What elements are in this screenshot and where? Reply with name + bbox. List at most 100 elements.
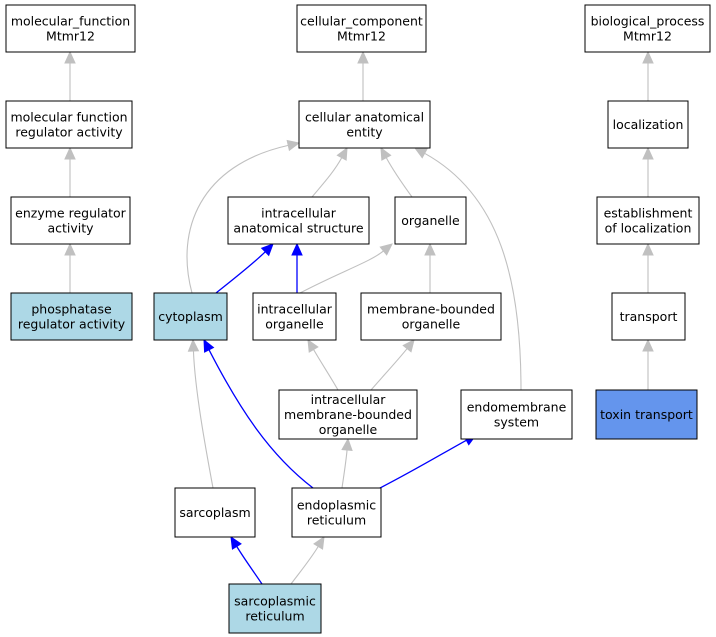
term-node-organelle[interactable]: organelle <box>394 196 467 245</box>
term-label: regulator activity <box>15 125 123 140</box>
term-box <box>174 487 256 538</box>
edge-enzyme_reg-to-mf_reg <box>64 146 76 197</box>
edge-er-to-imbo <box>341 437 353 489</box>
term-label: Mtmr12 <box>46 29 95 44</box>
edge-arrowhead <box>402 339 415 353</box>
edge-sr-to-er <box>290 535 325 585</box>
edge-arrowhead <box>291 242 303 256</box>
edge-arrowhead <box>642 50 654 64</box>
term-box <box>595 389 698 440</box>
term-node-localization[interactable]: localization <box>607 100 689 149</box>
term-box <box>291 487 382 538</box>
edge-imbo-to-intra_org <box>307 338 339 391</box>
term-box <box>611 292 686 341</box>
edge-cytoplasm-to-cae <box>186 139 301 294</box>
term-label: entity <box>346 125 383 140</box>
edge-er-to-cytoplasm <box>203 338 314 489</box>
term-label: organelle <box>319 422 378 437</box>
edge-intra_org-to-organelle <box>299 243 393 294</box>
term-label: organelle <box>401 213 460 228</box>
term-node-transport[interactable]: transport <box>611 292 686 341</box>
edge-intra_org-to-ias <box>291 242 303 293</box>
term-box <box>228 583 322 634</box>
edge-mf_reg-to-mf_root <box>64 50 76 101</box>
edge-arrowhead <box>357 50 369 64</box>
edge-arrowhead <box>64 146 76 160</box>
term-box <box>360 292 502 341</box>
edge-arrowhead <box>64 242 76 256</box>
edge-arrowhead <box>380 146 392 161</box>
term-label: regulator activity <box>18 317 126 332</box>
edge-arrowhead <box>336 146 348 161</box>
term-box <box>278 389 418 440</box>
term-label: transport <box>620 309 678 324</box>
term-box <box>296 4 427 53</box>
term-node-sarcoplasm[interactable]: sarcoplasm <box>174 487 256 538</box>
term-label: phosphatase <box>31 302 112 317</box>
edge-imbo-to-mbo <box>370 339 415 391</box>
term-label: molecular function <box>10 110 127 125</box>
edge-cae-to-cc_root <box>357 50 369 102</box>
term-label: molecular_function <box>11 14 130 29</box>
edge-cytoplasm-to-ias <box>215 243 274 294</box>
edge-phosphatase-to-enzyme_reg <box>64 242 76 293</box>
term-label: organelle <box>265 317 324 332</box>
term-label: cellular_component <box>300 14 423 29</box>
edge-line <box>424 152 522 391</box>
edge-er-to-endomem <box>379 434 478 489</box>
term-label: intracellular <box>261 206 337 221</box>
edge-line <box>215 251 266 294</box>
term-label: Mtmr12 <box>623 29 672 44</box>
term-label: reticulum <box>245 609 304 624</box>
term-label: membrane-bounded <box>284 407 412 422</box>
edge-localization-to-bp_root <box>642 50 654 101</box>
edge-line <box>208 349 314 489</box>
term-label: reticulum <box>307 513 366 528</box>
term-label: organelle <box>402 317 461 332</box>
term-label: anatomical structure <box>233 221 363 236</box>
edge-line <box>186 144 289 294</box>
term-label: activity <box>47 221 94 236</box>
term-box <box>607 100 689 149</box>
edge-arrowhead <box>642 338 654 352</box>
edge-mbo-to-organelle <box>424 242 436 293</box>
term-label: cellular anatomical <box>305 110 424 125</box>
edge-arrowhead <box>286 139 301 152</box>
edge-line <box>236 546 263 585</box>
term-box <box>153 292 228 341</box>
term-node-toxin[interactable]: toxin transport <box>595 389 698 440</box>
term-box <box>252 292 337 341</box>
edge-arrowhead <box>64 50 76 64</box>
term-label: system <box>494 415 539 430</box>
nodes-layer: molecular_functionMtmr12cellular_compone… <box>5 4 711 634</box>
edge-arrowhead <box>413 147 428 159</box>
term-box <box>227 196 370 245</box>
edge-arrowhead <box>642 242 654 256</box>
term-label: endoplasmic <box>297 498 376 513</box>
term-box <box>5 100 133 149</box>
term-node-cytoplasm[interactable]: cytoplasm <box>153 292 228 341</box>
edge-line <box>379 439 467 489</box>
term-label: enzyme regulator <box>15 206 127 221</box>
term-label: cytoplasm <box>158 309 223 324</box>
term-label: toxin transport <box>600 407 693 422</box>
term-box <box>394 196 467 245</box>
term-label: Mtmr12 <box>337 29 386 44</box>
term-box <box>584 4 711 53</box>
